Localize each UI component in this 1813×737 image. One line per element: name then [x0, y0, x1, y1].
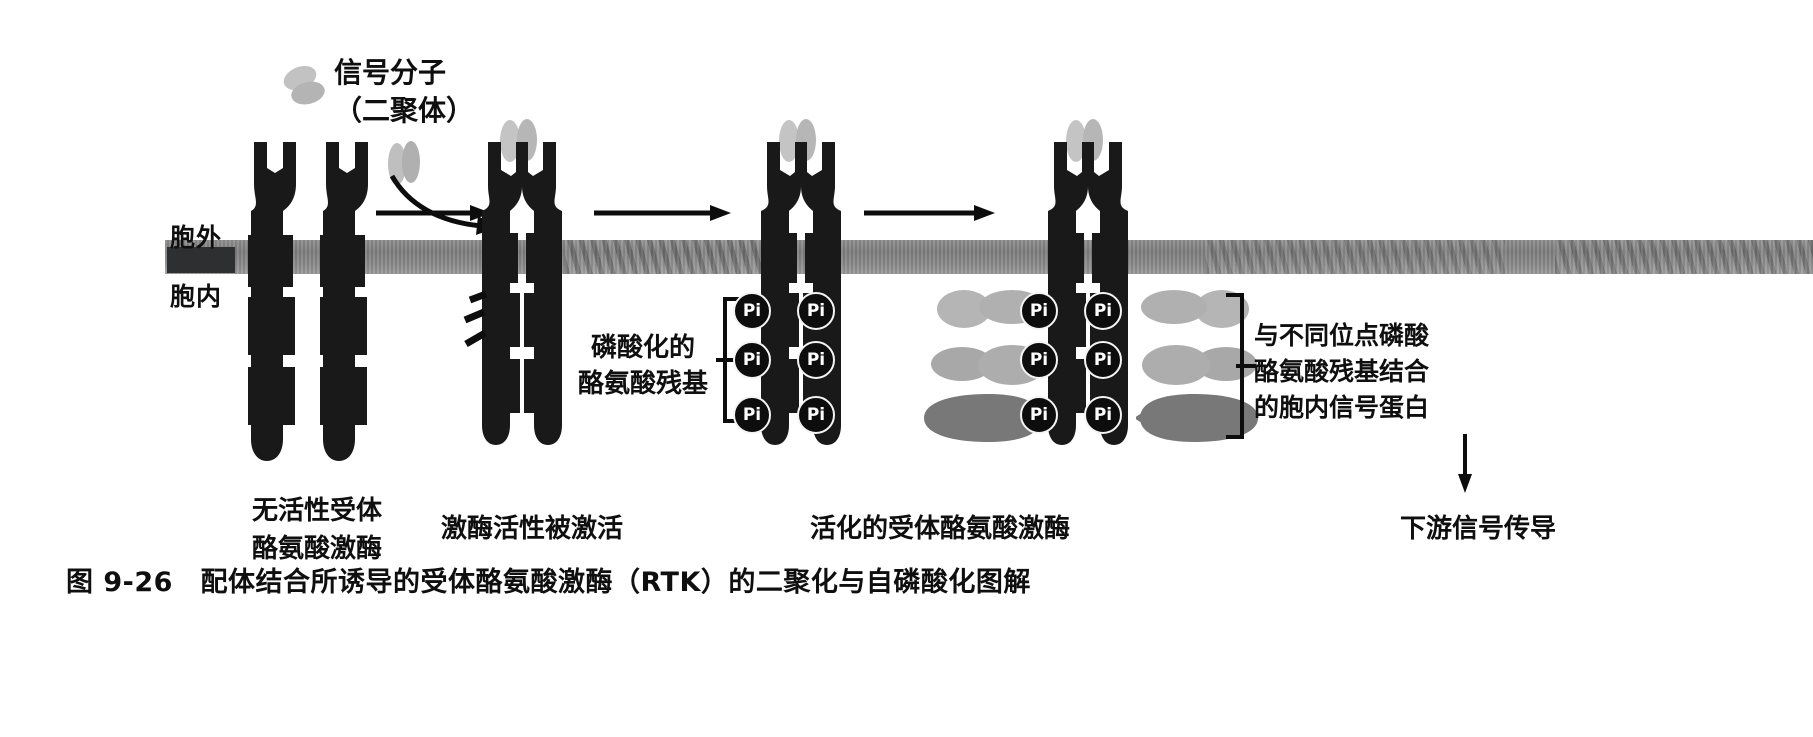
pi-badge-stage3-left-3: Pi — [733, 396, 771, 434]
stage-caption-4: 下游信号传导 — [1378, 510, 1578, 548]
stage-caption-2: 激酶活性被激活 — [432, 510, 632, 548]
pi-badge-stage4-right-2: Pi — [1084, 341, 1122, 379]
figure-caption: 图 9-26 配体结合所诱导的受体酪氨酸激酶（RTK）的二聚化与自磷酸化图解 — [66, 567, 1031, 598]
membrane-smudge-mid — [1205, 240, 1505, 274]
pi-badge-stage3-right-2: Pi — [797, 341, 835, 379]
pi-badge-stage4-left-3: Pi — [1020, 396, 1058, 434]
membrane-texture — [165, 240, 1813, 274]
pi-badge-stage3-right-3: Pi — [797, 396, 835, 434]
label-signal-molecule-line1: 信号分子 — [334, 56, 447, 89]
signal-protein-right-1 — [1140, 286, 1250, 336]
kinase-activation-sparks — [452, 288, 492, 366]
pi-badge-stage3-left-2: Pi — [733, 341, 771, 379]
label-signal-molecule-line2: （二聚体） — [334, 94, 475, 127]
stage-caption-4-line1: 下游信号传导 — [1399, 514, 1556, 544]
label-phospho-line1: 磷酸化的 — [590, 333, 695, 363]
label-signal-molecule: 信号分子 （二聚体） — [334, 54, 474, 130]
label-binding-line3: 的胞内信号蛋白 — [1254, 393, 1430, 422]
arrow-downstream-signal — [1452, 432, 1478, 498]
plasma-membrane — [165, 240, 1813, 274]
pi-badge-stage3-right-1: Pi — [797, 292, 835, 330]
pi-badge-stage4-left-1: Pi — [1020, 292, 1058, 330]
membrane-smudge-right — [1555, 240, 1813, 274]
label-binding-line1: 与不同位点磷酸 — [1254, 321, 1430, 350]
membrane-smudge-left — [565, 240, 785, 274]
label-binding-line2: 酪氨酸残基结合 — [1254, 357, 1430, 386]
arrow-stage2-to-stage3 — [592, 200, 732, 230]
receptor-monomer-1 — [248, 138, 318, 538]
bracket-signal-proteins — [1222, 292, 1258, 444]
stage-caption-1: 无活性受体 酪氨酸激酶 — [222, 492, 412, 568]
receptor-monomer-2 — [320, 138, 390, 538]
pi-badge-stage4-right-1: Pi — [1084, 292, 1122, 330]
receptor-dimer-stage2 — [482, 138, 562, 498]
label-extracellular: 胞外 — [170, 223, 223, 252]
label-intracellular: 胞内 — [170, 282, 223, 311]
ligand-dimer-approaching — [384, 136, 424, 196]
ligand-dimer-bound-stage3 — [775, 118, 821, 168]
membrane-redaction-block — [167, 247, 235, 273]
stage-caption-2-line1: 激酶活性被激活 — [440, 514, 623, 544]
label-phosphorylated-tyrosine: 磷酸化的 酪氨酸残基 — [578, 330, 708, 402]
label-signal-proteins: 与不同位点磷酸 酪氨酸残基结合 的胞内信号蛋白 — [1254, 318, 1464, 426]
ligand-dimer-free — [278, 62, 334, 112]
arrow-stage1-to-stage2 — [374, 200, 492, 230]
bracket-phosphotyrosine — [716, 296, 750, 428]
stage-caption-1-line1: 无活性受体 — [251, 496, 382, 526]
pi-badge-stage4-right-3: Pi — [1084, 396, 1122, 434]
pi-badge-stage4-left-2: Pi — [1020, 341, 1058, 379]
label-phospho-line2: 酪氨酸残基 — [578, 369, 709, 399]
arrow-stage3-to-stage4 — [862, 200, 997, 230]
signal-protein-right-3 — [1134, 392, 1264, 448]
stage-caption-3-line1: 活化的受体酪氨酸激酶 — [809, 514, 1070, 544]
stage-caption-3: 活化的受体酪氨酸激酶 — [795, 510, 1085, 548]
stage-caption-1-line2: 酪氨酸激酶 — [251, 534, 382, 564]
pi-badge-stage3-left-1: Pi — [733, 292, 771, 330]
